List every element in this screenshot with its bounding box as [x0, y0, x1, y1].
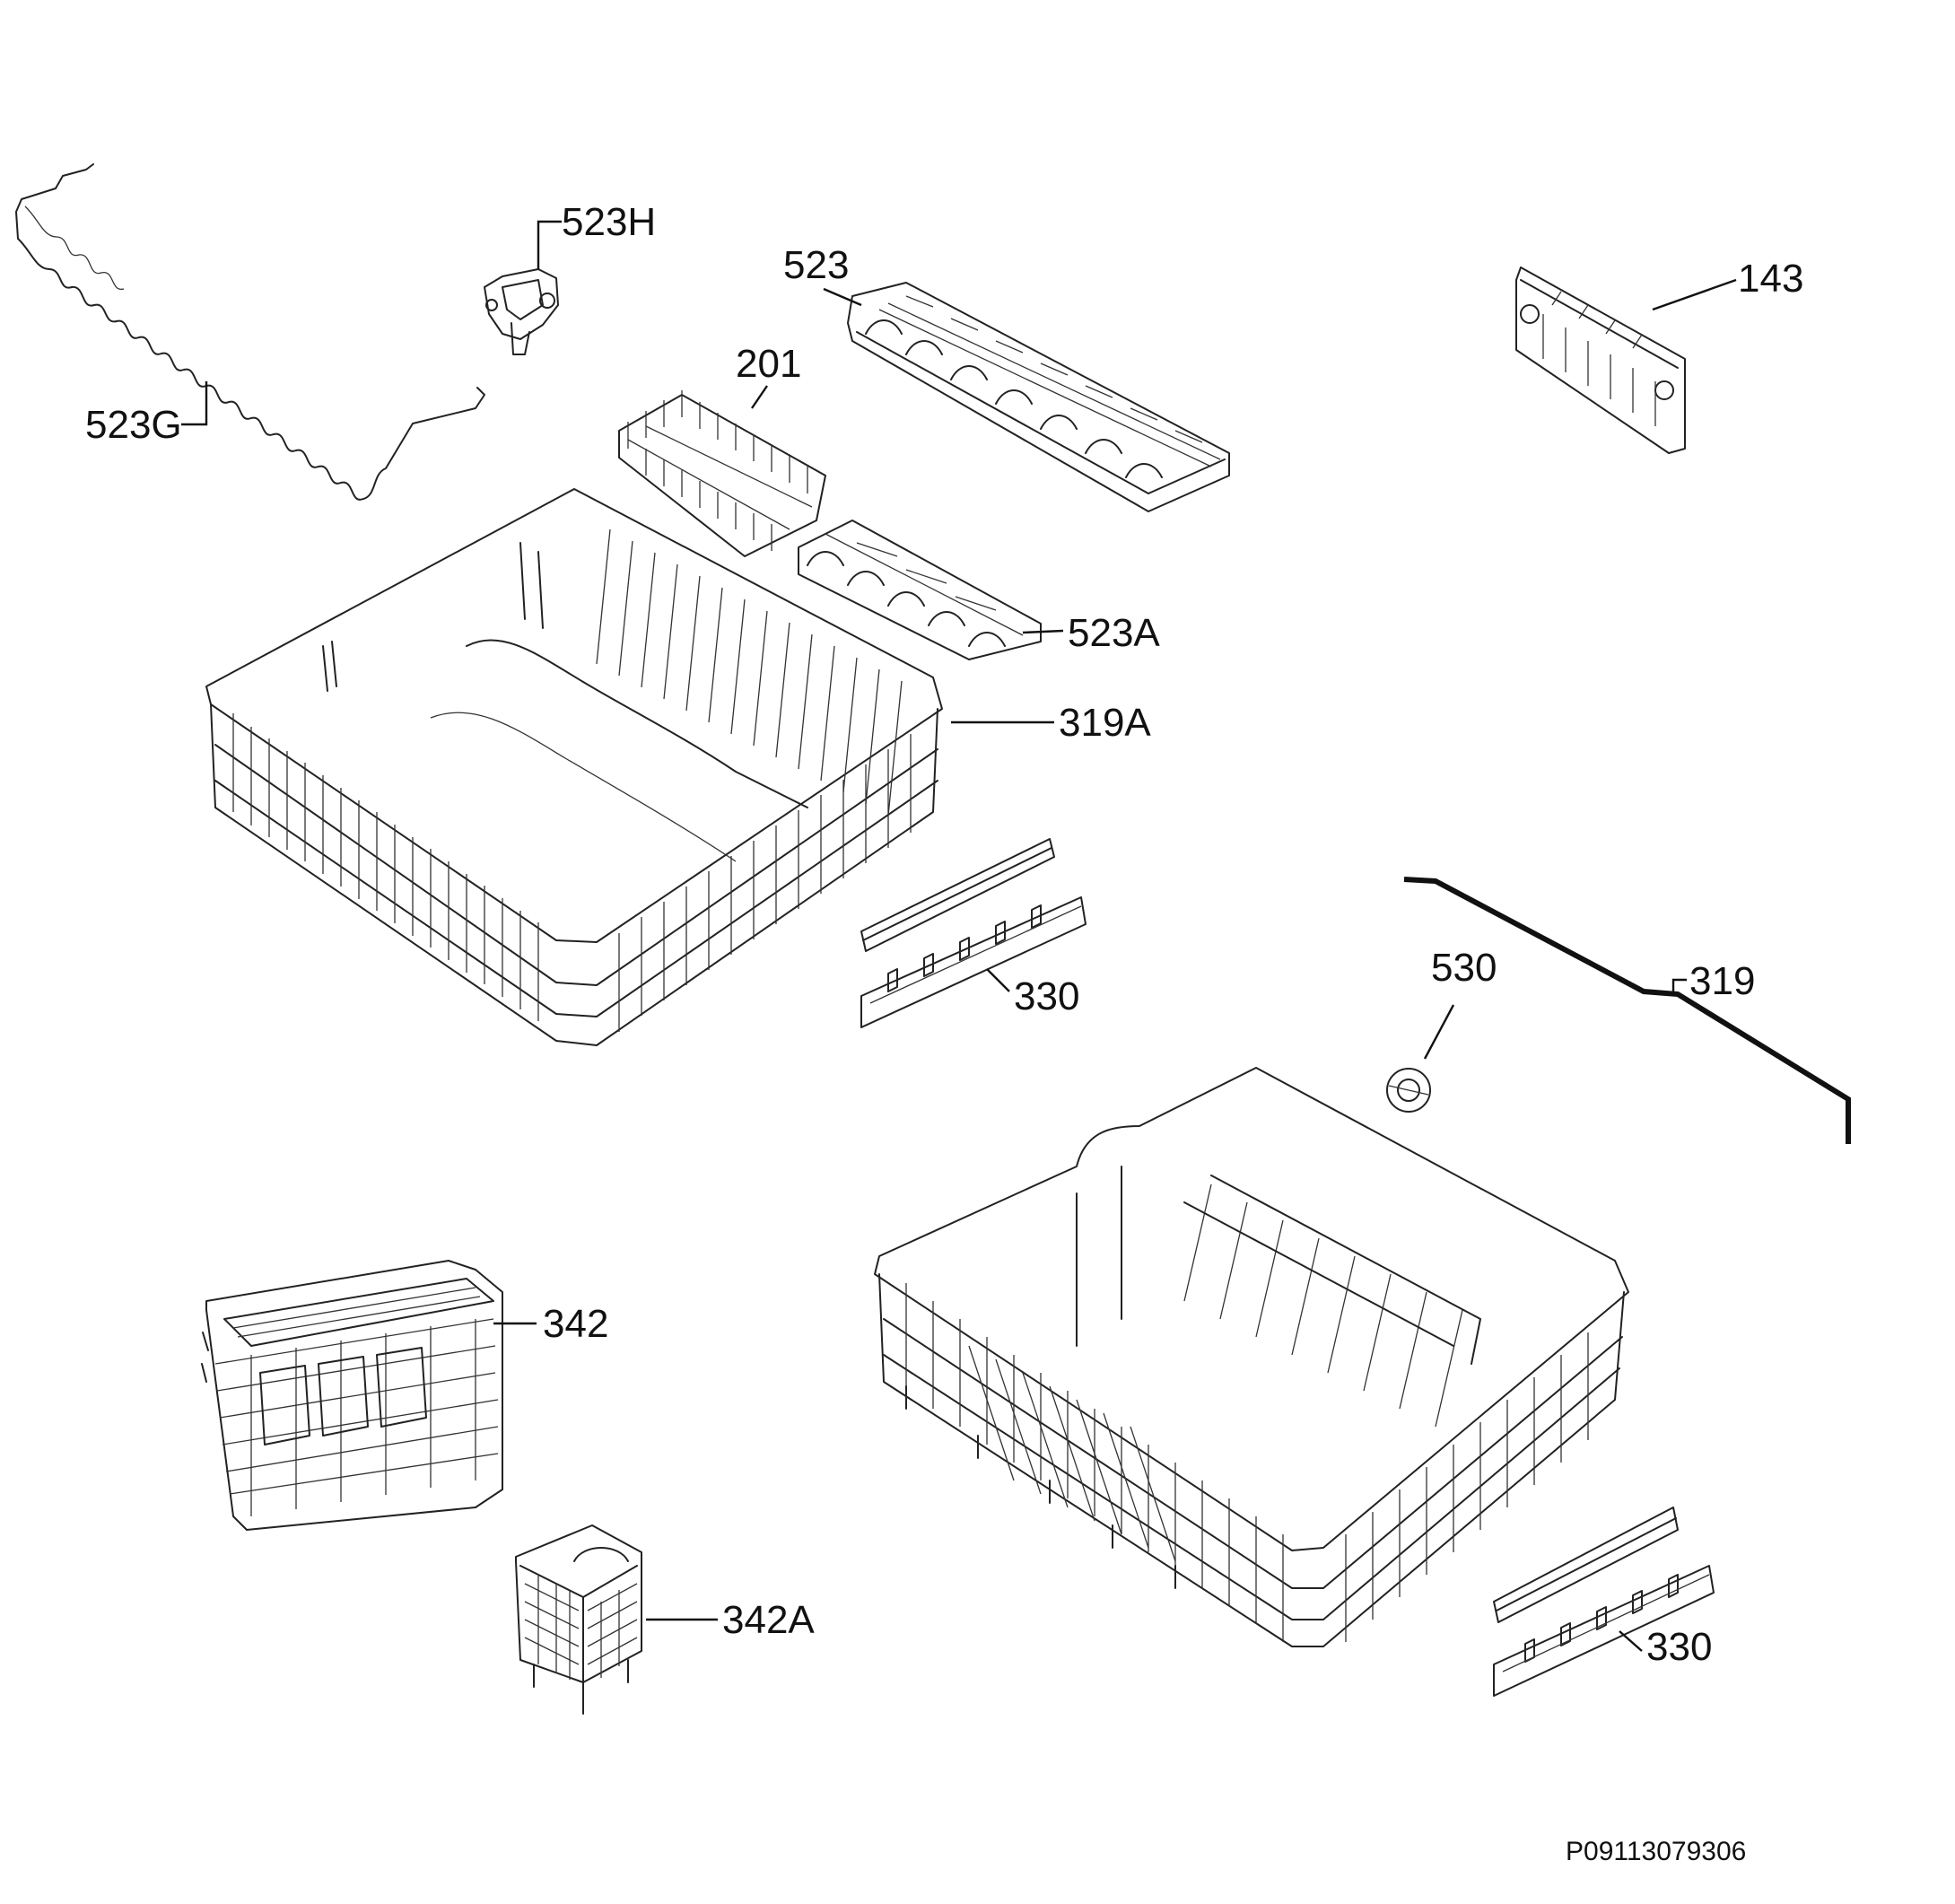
label-143: 143 [1738, 257, 1803, 301]
part-342-cutlery-basket [201, 1260, 503, 1531]
leader-201 [751, 385, 768, 409]
label-342a: 342A [722, 1598, 815, 1642]
label-319: 319 [1689, 959, 1755, 1003]
label-201: 201 [736, 342, 801, 386]
part-342a-small-cutlery-basket [515, 1524, 642, 1715]
part-319-lower-basket [874, 1067, 1629, 1647]
part-523a-small-cup-rack [798, 520, 1042, 660]
leader-319 [1671, 978, 1687, 993]
label-319a: 319A [1059, 701, 1151, 745]
label-330-lower: 330 [1646, 1625, 1712, 1669]
part-523-cup-rack [847, 282, 1230, 512]
leader-523a [1022, 629, 1064, 634]
document-number: P09113079306 [1566, 1837, 1746, 1866]
part-330-roller-rail-lower [1493, 1507, 1715, 1697]
part-143-rail-bracket [1515, 266, 1686, 454]
part-530-wheel [1386, 1068, 1431, 1113]
part-319-rack-edge-strip [1403, 877, 1851, 1144]
label-530: 530 [1431, 946, 1497, 990]
label-523h: 523H [562, 200, 656, 244]
label-342: 342 [543, 1302, 608, 1346]
part-201-tine-insert [618, 390, 826, 557]
leader-530 [1423, 1004, 1455, 1060]
part-319a-upper-basket [205, 488, 943, 1046]
leader-523h [537, 220, 562, 269]
leader-523g [181, 381, 208, 426]
leader-523 [823, 287, 862, 307]
label-523a: 523A [1068, 611, 1160, 655]
label-330-upper: 330 [1014, 974, 1079, 1018]
leader-330-upper [986, 968, 1010, 992]
part-523g-wire-rail [15, 163, 485, 501]
part-330-roller-rail-upper [860, 838, 1087, 1028]
part-523h-clip [484, 268, 559, 355]
label-523g: 523G [85, 403, 182, 447]
leader-330-lower [1619, 1630, 1643, 1652]
leader-143 [1652, 278, 1737, 311]
label-523: 523 [783, 243, 849, 287]
